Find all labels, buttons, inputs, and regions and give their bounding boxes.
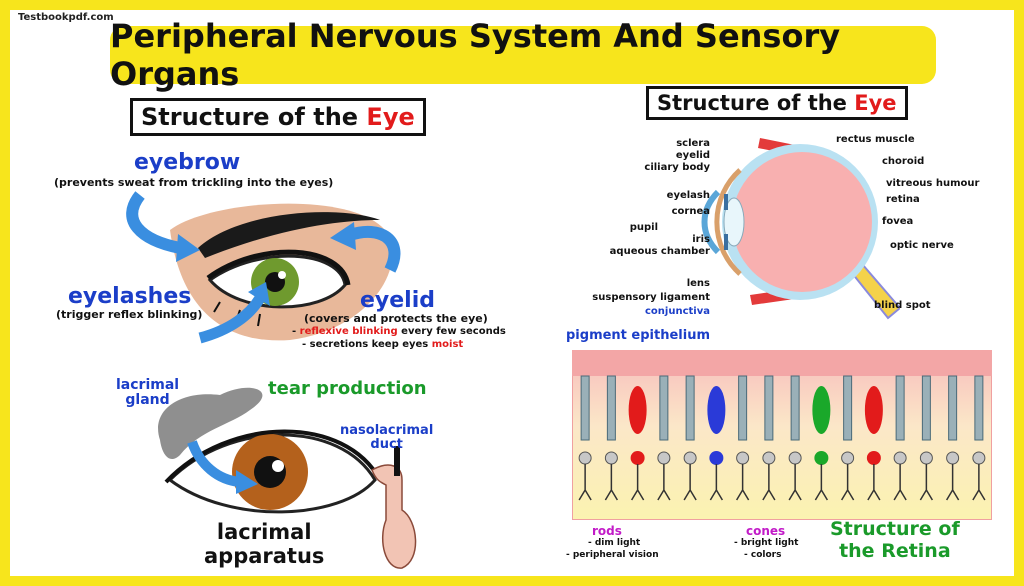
note-prefix: - <box>292 326 300 337</box>
eyebrow-shape <box>198 212 380 258</box>
rod-cell <box>683 375 697 501</box>
label-conjunctiva: conjunctiva <box>645 306 710 317</box>
rods-note-peripheral: - peripheral vision <box>566 550 659 560</box>
lacrimal-gland-shape <box>158 387 263 460</box>
rod-cell <box>893 375 907 501</box>
label-optic-nerve: optic nerve <box>890 240 954 251</box>
internal-eye-heading: Structure of the Eye <box>646 86 908 120</box>
note-prefix: - secretions keep eyes <box>302 339 432 350</box>
rod-cell <box>578 375 592 501</box>
cone-cell <box>864 386 883 501</box>
retina-illustration <box>572 350 992 520</box>
label-suspensory-ligament: suspensory ligament <box>592 292 710 303</box>
rod-cell <box>840 375 855 501</box>
note-accent: reflexive blinking <box>299 326 398 337</box>
label-cornea: cornea <box>671 206 710 217</box>
rod-cell <box>945 375 960 501</box>
cone-cell <box>628 386 647 501</box>
label-vitreous-humour: vitreous humour <box>886 178 980 189</box>
label-aqueous-chamber: aqueous chamber <box>609 246 710 257</box>
rod-cell <box>604 375 619 501</box>
heading-text: Structure of the <box>141 103 367 131</box>
title-line: the Retina <box>839 540 951 562</box>
label-line: gland <box>125 392 170 408</box>
rods-label: rods <box>592 524 622 538</box>
label-sclera: sclera <box>676 138 710 149</box>
eyelid-note-blinking: - reflexive blinking every few seconds <box>292 326 506 337</box>
eyelashes-description: (trigger reflex blinking) <box>56 308 203 321</box>
nasolacrimal-duct-shape <box>371 464 417 569</box>
eyelashes-label: eyelashes <box>68 284 192 309</box>
watermark: Testbookpdf.com <box>18 12 114 23</box>
heading-accent: Eye <box>366 103 415 131</box>
heading-accent: Eye <box>854 91 897 115</box>
cones-note-colors: - colors <box>744 550 782 560</box>
eye-cross-section <box>701 138 900 320</box>
label-choroid: choroid <box>882 156 925 167</box>
lacrimal-illustration <box>158 387 417 569</box>
rod-cell <box>657 375 671 501</box>
lens-shape <box>723 197 745 247</box>
note-suffix: every few seconds <box>397 326 506 337</box>
eyebrow-description: (prevents sweat from trickling into the … <box>54 176 334 189</box>
label-line: duct <box>370 437 403 452</box>
rods-note-dim: - dim light <box>588 538 641 548</box>
eyelid-description: (covers and protects the eye) <box>304 312 488 325</box>
cone-cell <box>707 386 726 501</box>
label-line: apparatus <box>204 544 325 568</box>
vitreous-humour <box>732 152 872 292</box>
label-ciliary-body: ciliary body <box>644 162 710 173</box>
eyelid-note-moist: - secretions keep eyes moist <box>302 339 463 350</box>
eyelid-label: eyelid <box>360 288 436 313</box>
label-pupil: pupil <box>629 222 658 233</box>
diagram-canvas: Testbookpdf.com Peripheral Nervous Syste… <box>10 10 1014 576</box>
label-line: lacrimal <box>216 520 312 544</box>
external-eye-heading: Structure of the Eye <box>130 98 426 136</box>
rod-cell <box>735 375 750 501</box>
pointer-arrows <box>126 191 401 344</box>
label-eyelash: eyelash <box>666 190 710 201</box>
label-eyelid: eyelid <box>675 150 710 161</box>
rod-cell <box>972 375 986 501</box>
title-line: Structure of <box>830 518 960 540</box>
label-fovea: fovea <box>882 216 914 227</box>
heading-text: Structure of the <box>657 91 855 115</box>
label-rectus-muscle: rectus muscle <box>836 134 915 145</box>
eyebrow-label: eyebrow <box>134 150 241 175</box>
rod-cell <box>788 375 802 501</box>
label-iris: iris <box>692 234 710 245</box>
page-title: Peripheral Nervous System And Sensory Or… <box>110 17 936 93</box>
label-retina: retina <box>886 194 920 205</box>
label-line: lacrimal <box>116 377 180 393</box>
tear-production-label: tear production <box>268 378 427 399</box>
rod-cell <box>762 375 776 501</box>
cones-note-bright: - bright light <box>734 538 799 548</box>
label-line: nasolacrimal <box>340 423 434 438</box>
cones-label: cones <box>746 524 786 538</box>
cone-cell <box>812 386 831 501</box>
label-lens: lens <box>686 278 710 289</box>
note-accent: moist <box>431 339 464 350</box>
pigment-epithelium-label: pigment epithelium <box>566 328 711 343</box>
rod-cell <box>919 375 934 501</box>
label-blind-spot: blind spot <box>874 300 931 311</box>
